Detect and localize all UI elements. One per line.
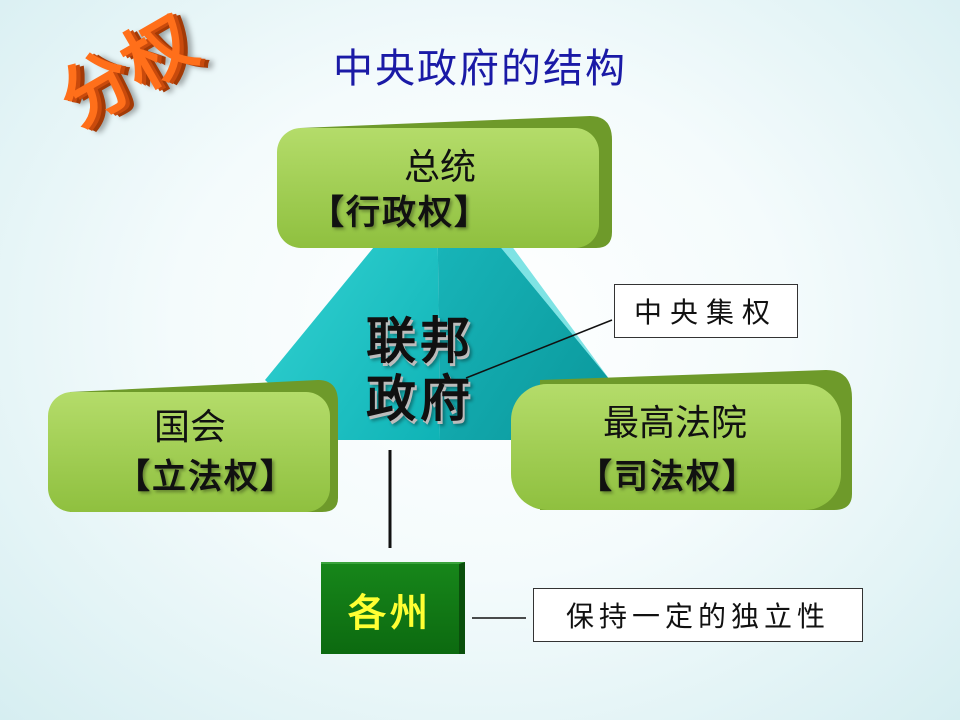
page-title: 中央政府的结构 (333, 46, 627, 92)
central-callout-line (465, 319, 613, 379)
central-authority-callout: 中央集权 (614, 284, 798, 338)
executive-name: 总统 (403, 147, 476, 188)
states-label: 各州 (347, 590, 432, 635)
federal-government-label: 联邦 政府 (340, 312, 500, 428)
central-authority-text: 中央集权 (633, 296, 778, 329)
executive-box-shape (277, 116, 612, 248)
legislative-box-shape (48, 380, 338, 512)
judicial-box-shape (511, 370, 852, 510)
states-note-text: 保持一定的独立性 (565, 600, 830, 633)
legislative-name: 国会 (153, 407, 226, 448)
legislative-power: 【立法权】 (116, 457, 296, 497)
judicial-name: 最高法院 (602, 403, 747, 444)
executive-box: 总统 (300, 150, 540, 186)
states-note-callout: 保持一定的独立性 (533, 588, 863, 642)
federal-label-line1: 联邦 (366, 312, 474, 370)
executive-power: 【行政权】 (310, 193, 490, 233)
states-box: 各州 (321, 562, 465, 654)
judicial-power: 【司法权】 (578, 457, 758, 497)
federal-label-line2: 政府 (366, 370, 474, 428)
